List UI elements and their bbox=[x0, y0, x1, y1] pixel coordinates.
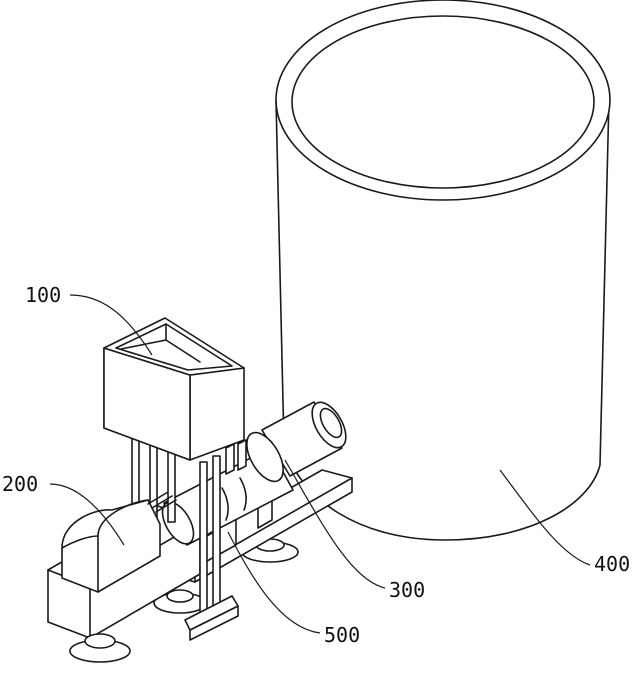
leader-lines bbox=[49, 294, 591, 634]
part-labels: 100 200 300 400 500 bbox=[2, 283, 630, 647]
motor bbox=[61, 491, 177, 593]
leader-300 bbox=[284, 459, 386, 589]
tank bbox=[275, 0, 611, 541]
label-400: 400 bbox=[594, 552, 630, 576]
label-300: 300 bbox=[389, 578, 425, 602]
hopper bbox=[103, 317, 245, 461]
leader-100 bbox=[69, 294, 153, 356]
leader-400 bbox=[499, 469, 591, 566]
extruder bbox=[161, 401, 347, 546]
label-500: 500 bbox=[324, 623, 360, 647]
leader-500 bbox=[227, 531, 321, 634]
feed-pipes bbox=[131, 429, 247, 641]
label-100: 100 bbox=[25, 283, 61, 307]
leader-200 bbox=[49, 483, 125, 546]
label-200: 200 bbox=[2, 472, 38, 496]
